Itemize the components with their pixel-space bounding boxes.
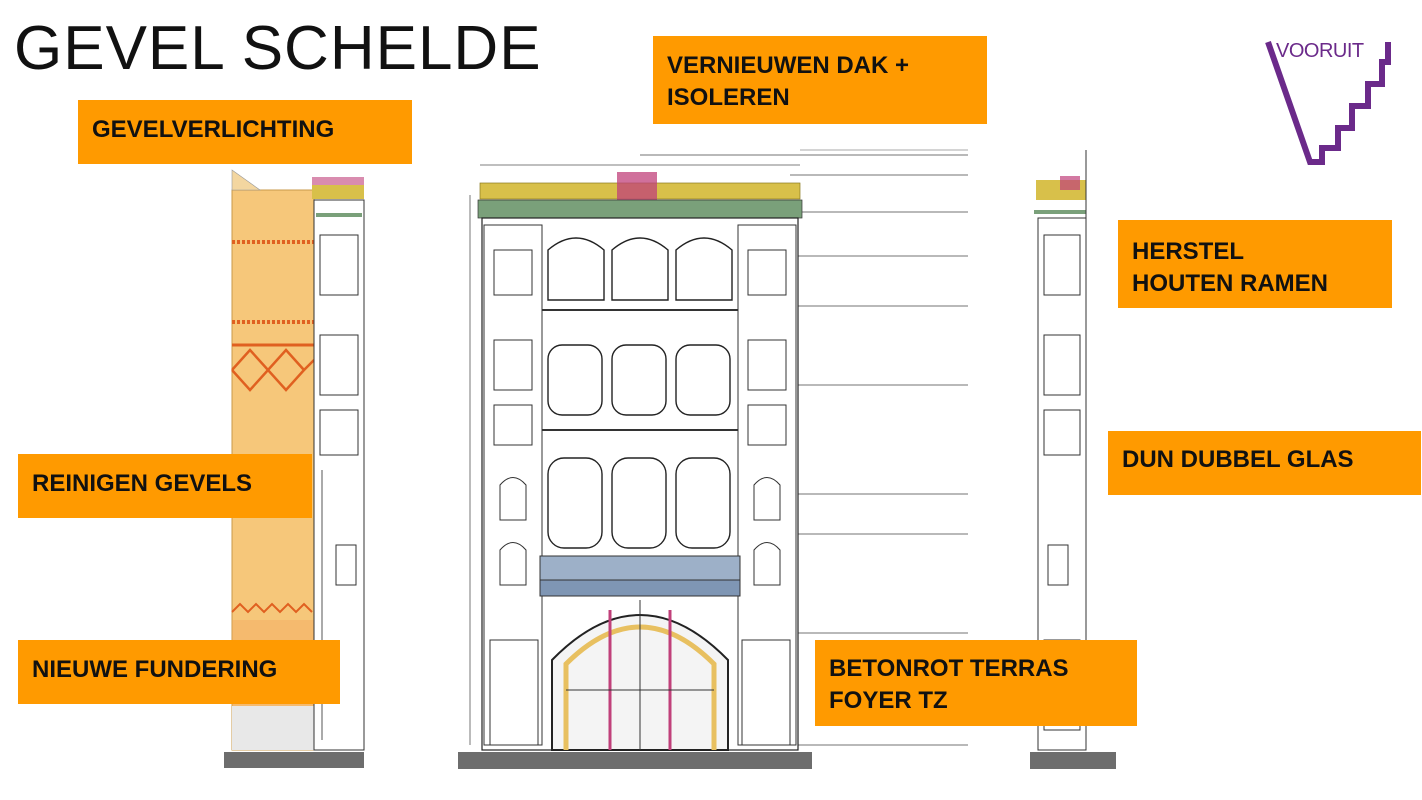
- label-line: HOUTEN RAMEN: [1132, 270, 1328, 297]
- label-vernieuwen-dak: VERNIEUWEN DAK + ISOLEREN: [653, 36, 987, 124]
- page-title: GEVEL SCHELDE: [14, 14, 542, 83]
- label-line: ISOLEREN: [667, 84, 790, 111]
- label-line: DUN DUBBEL GLAS: [1122, 446, 1354, 473]
- label-line: REINIGEN GEVELS: [32, 470, 253, 497]
- label-betonrot-terras: BETONROT TERRAS FOYER TZ: [815, 640, 1137, 726]
- vooruit-logo: [1265, 41, 1391, 165]
- label-herstel-houten-ramen: HERSTEL HOUTEN RAMEN: [1118, 220, 1392, 308]
- label-line: VERNIEUWEN DAK +: [667, 52, 910, 79]
- label-dun-dubbel-glas: DUN DUBBEL GLAS: [1108, 431, 1421, 495]
- label-nieuwe-fundering: NIEUWE FUNDERING: [18, 640, 340, 704]
- main-facade-elevation: [458, 149, 968, 769]
- label-gevelverlichting: GEVELVERLICHTING: [78, 100, 412, 164]
- label-line: HERSTEL: [1132, 238, 1245, 265]
- label-reinigen-gevels: REINIGEN GEVELS: [18, 454, 312, 518]
- label-line: NIEUWE FUNDERING: [32, 656, 278, 683]
- label-line: FOYER TZ: [829, 687, 948, 714]
- logo-text: VOORUIT: [1276, 40, 1364, 62]
- label-line: BETONROT TERRAS: [829, 655, 1069, 682]
- label-line: GEVELVERLICHTING: [92, 116, 335, 143]
